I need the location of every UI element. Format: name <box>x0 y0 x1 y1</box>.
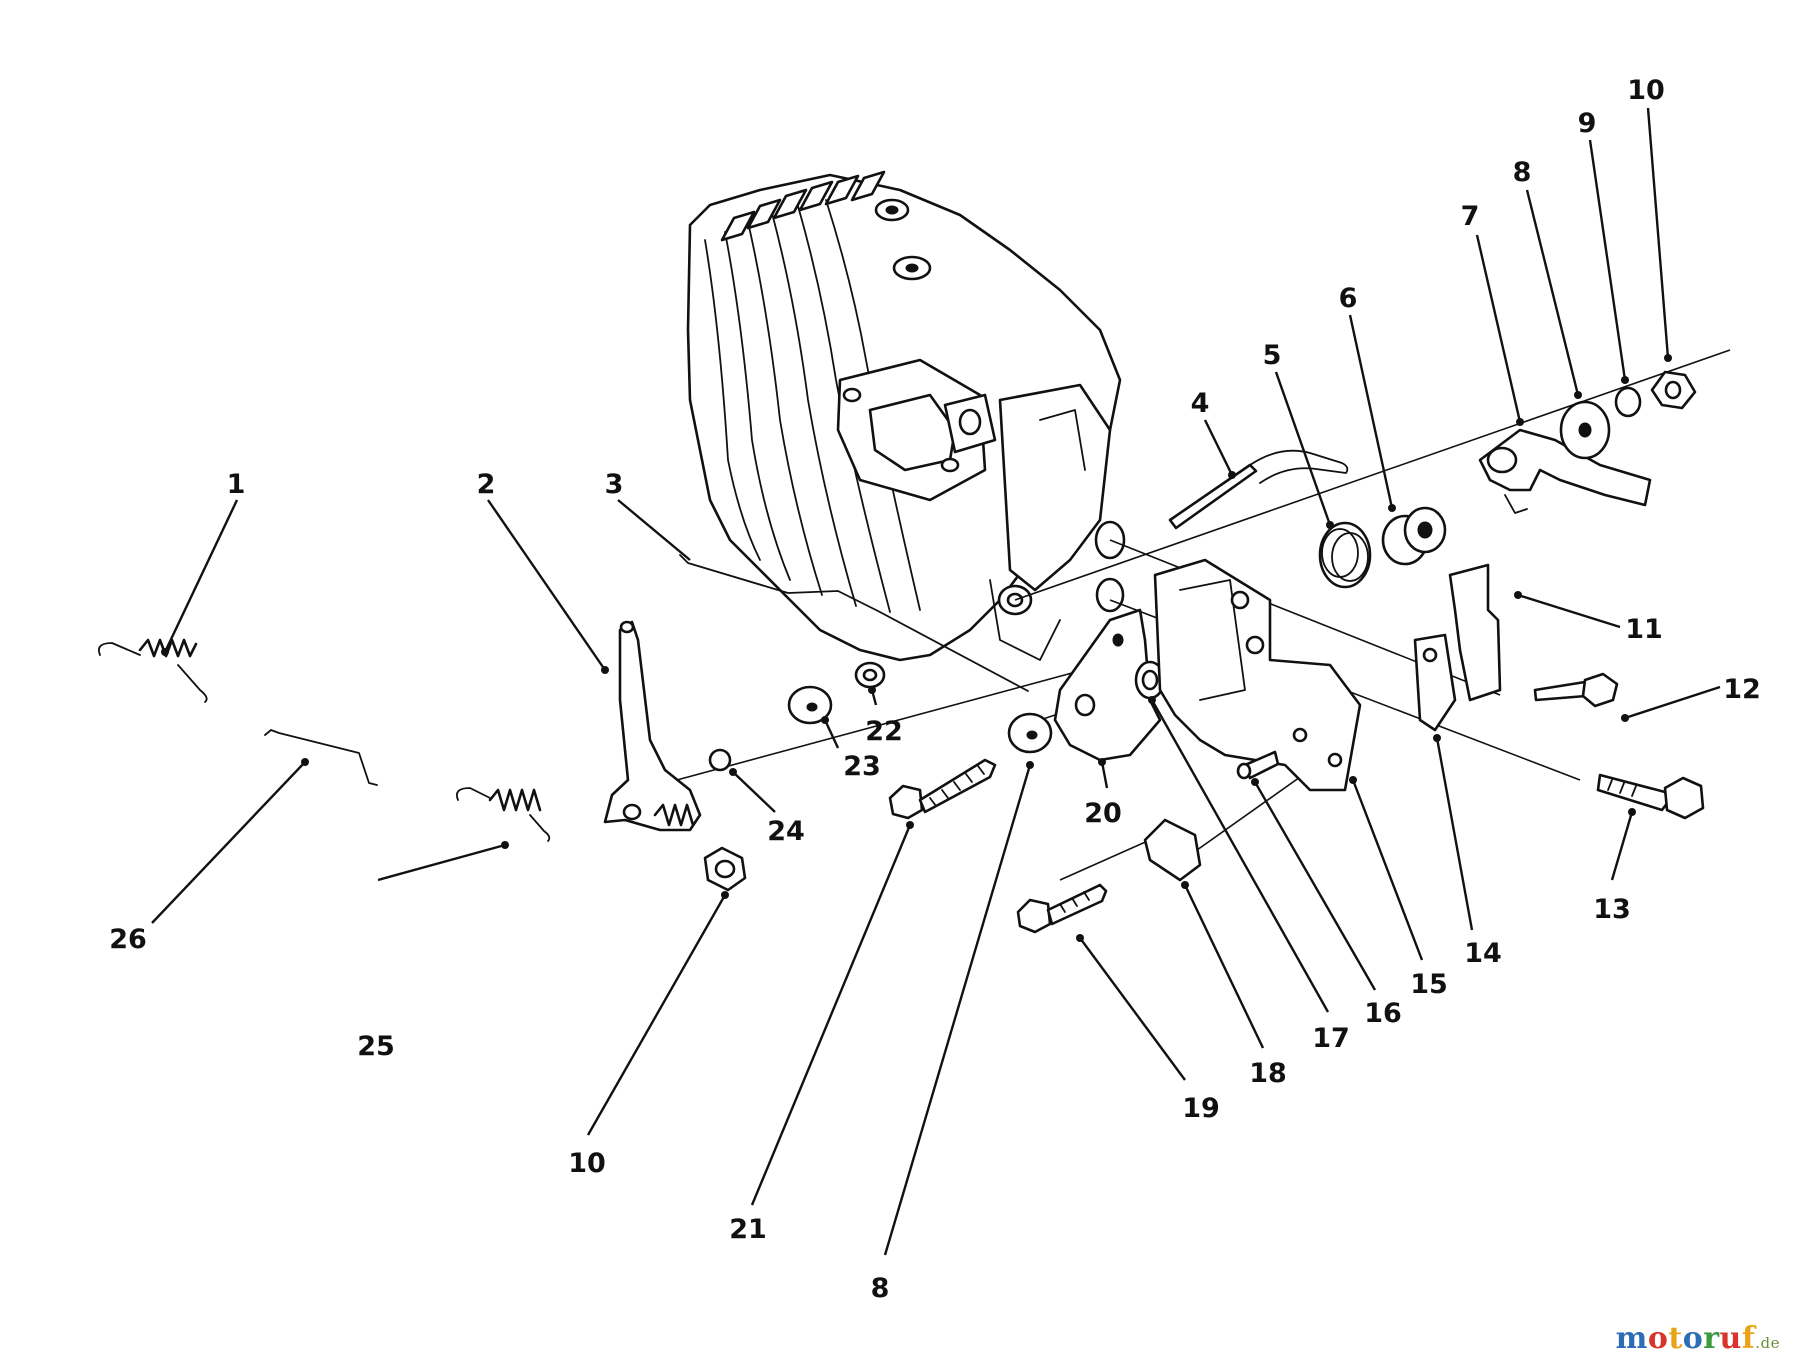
part-label-2: 2 <box>477 469 496 500</box>
part-label-17: 17 <box>1312 1023 1350 1054</box>
watermark-tld: .de <box>1755 1334 1780 1352</box>
part-8-upper-washer <box>1559 400 1611 460</box>
part-label-22: 22 <box>865 716 903 747</box>
engine-block-illustration <box>686 170 1126 662</box>
part-7-lever <box>1478 428 1652 514</box>
part-12-bolt <box>1533 672 1619 708</box>
part-label-16: 16 <box>1364 998 1402 1029</box>
watermark-letter: f <box>1741 1321 1756 1356</box>
part-4-rod <box>1168 449 1349 530</box>
part-label-10-lower: 10 <box>568 1148 606 1179</box>
part-label-10-upper: 10 <box>1627 75 1665 106</box>
part-6-bushing <box>1381 506 1447 566</box>
watermark-letter: m <box>1615 1321 1648 1356</box>
parts-illustrations <box>97 370 1705 934</box>
part-label-4: 4 <box>1191 388 1210 419</box>
part-label-19: 19 <box>1182 1093 1220 1124</box>
part-label-11: 11 <box>1625 614 1663 645</box>
part-21-bolt <box>888 758 997 820</box>
part-label-24: 24 <box>767 816 805 847</box>
part-20-plate <box>1053 608 1162 762</box>
part-label-25: 25 <box>357 1031 395 1062</box>
part-18-clip <box>1143 818 1202 882</box>
part-label-8-upper: 8 <box>1513 157 1532 188</box>
part-22-nut <box>854 661 886 689</box>
part-label-18: 18 <box>1249 1058 1287 1089</box>
part-label-15: 15 <box>1410 969 1448 1000</box>
part-19-bolt <box>1016 883 1108 934</box>
part-5-spring <box>1318 521 1372 589</box>
part-label-7: 7 <box>1461 201 1480 232</box>
part-16-pin <box>1236 750 1280 780</box>
part-label-23: 23 <box>843 751 881 782</box>
part-26-rod <box>264 729 378 786</box>
part-8-washer <box>1007 712 1053 754</box>
part-14-link <box>1413 633 1457 732</box>
watermark-letter: r <box>1703 1321 1720 1356</box>
part-13-bolt <box>1596 773 1705 820</box>
part-label-21: 21 <box>729 1214 767 1245</box>
part-1-spring <box>97 638 208 703</box>
part-label-3: 3 <box>605 469 624 500</box>
motoruf-watermark-logo: motoruf.de <box>1616 1321 1780 1356</box>
part-label-13: 13 <box>1593 894 1631 925</box>
watermark-letter: o <box>1682 1321 1704 1356</box>
part-15-bracket <box>1153 558 1362 792</box>
part-label-8-lower: 8 <box>871 1273 890 1304</box>
part-23-washer <box>787 685 833 725</box>
part-label-12: 12 <box>1723 674 1761 705</box>
part-label-9: 9 <box>1578 108 1597 139</box>
watermark-letter: t <box>1668 1321 1683 1356</box>
part-label-5: 5 <box>1263 340 1282 371</box>
leader-lines <box>151 107 1721 1256</box>
part-24-washer <box>708 748 732 772</box>
part-labels: 1 2 3 4 5 6 7 8 9 10 11 12 13 14 15 16 1… <box>109 75 1761 1304</box>
part-3-rod <box>679 554 1029 692</box>
part-label-26: 26 <box>109 924 147 955</box>
part-10-nut <box>703 846 747 892</box>
part-label-20: 20 <box>1084 798 1122 829</box>
part-label-1: 1 <box>227 469 246 500</box>
part-11-bracket <box>1448 563 1502 702</box>
part-25-spring <box>455 787 551 842</box>
part-9-lockwasher <box>1614 386 1642 418</box>
watermark-letter: o <box>1647 1321 1669 1356</box>
part-2-lever <box>603 620 702 832</box>
part-10-upper-nut <box>1650 370 1697 410</box>
watermark-letter: u <box>1719 1321 1742 1356</box>
part-label-14: 14 <box>1464 938 1502 969</box>
part-label-6: 6 <box>1339 283 1358 314</box>
